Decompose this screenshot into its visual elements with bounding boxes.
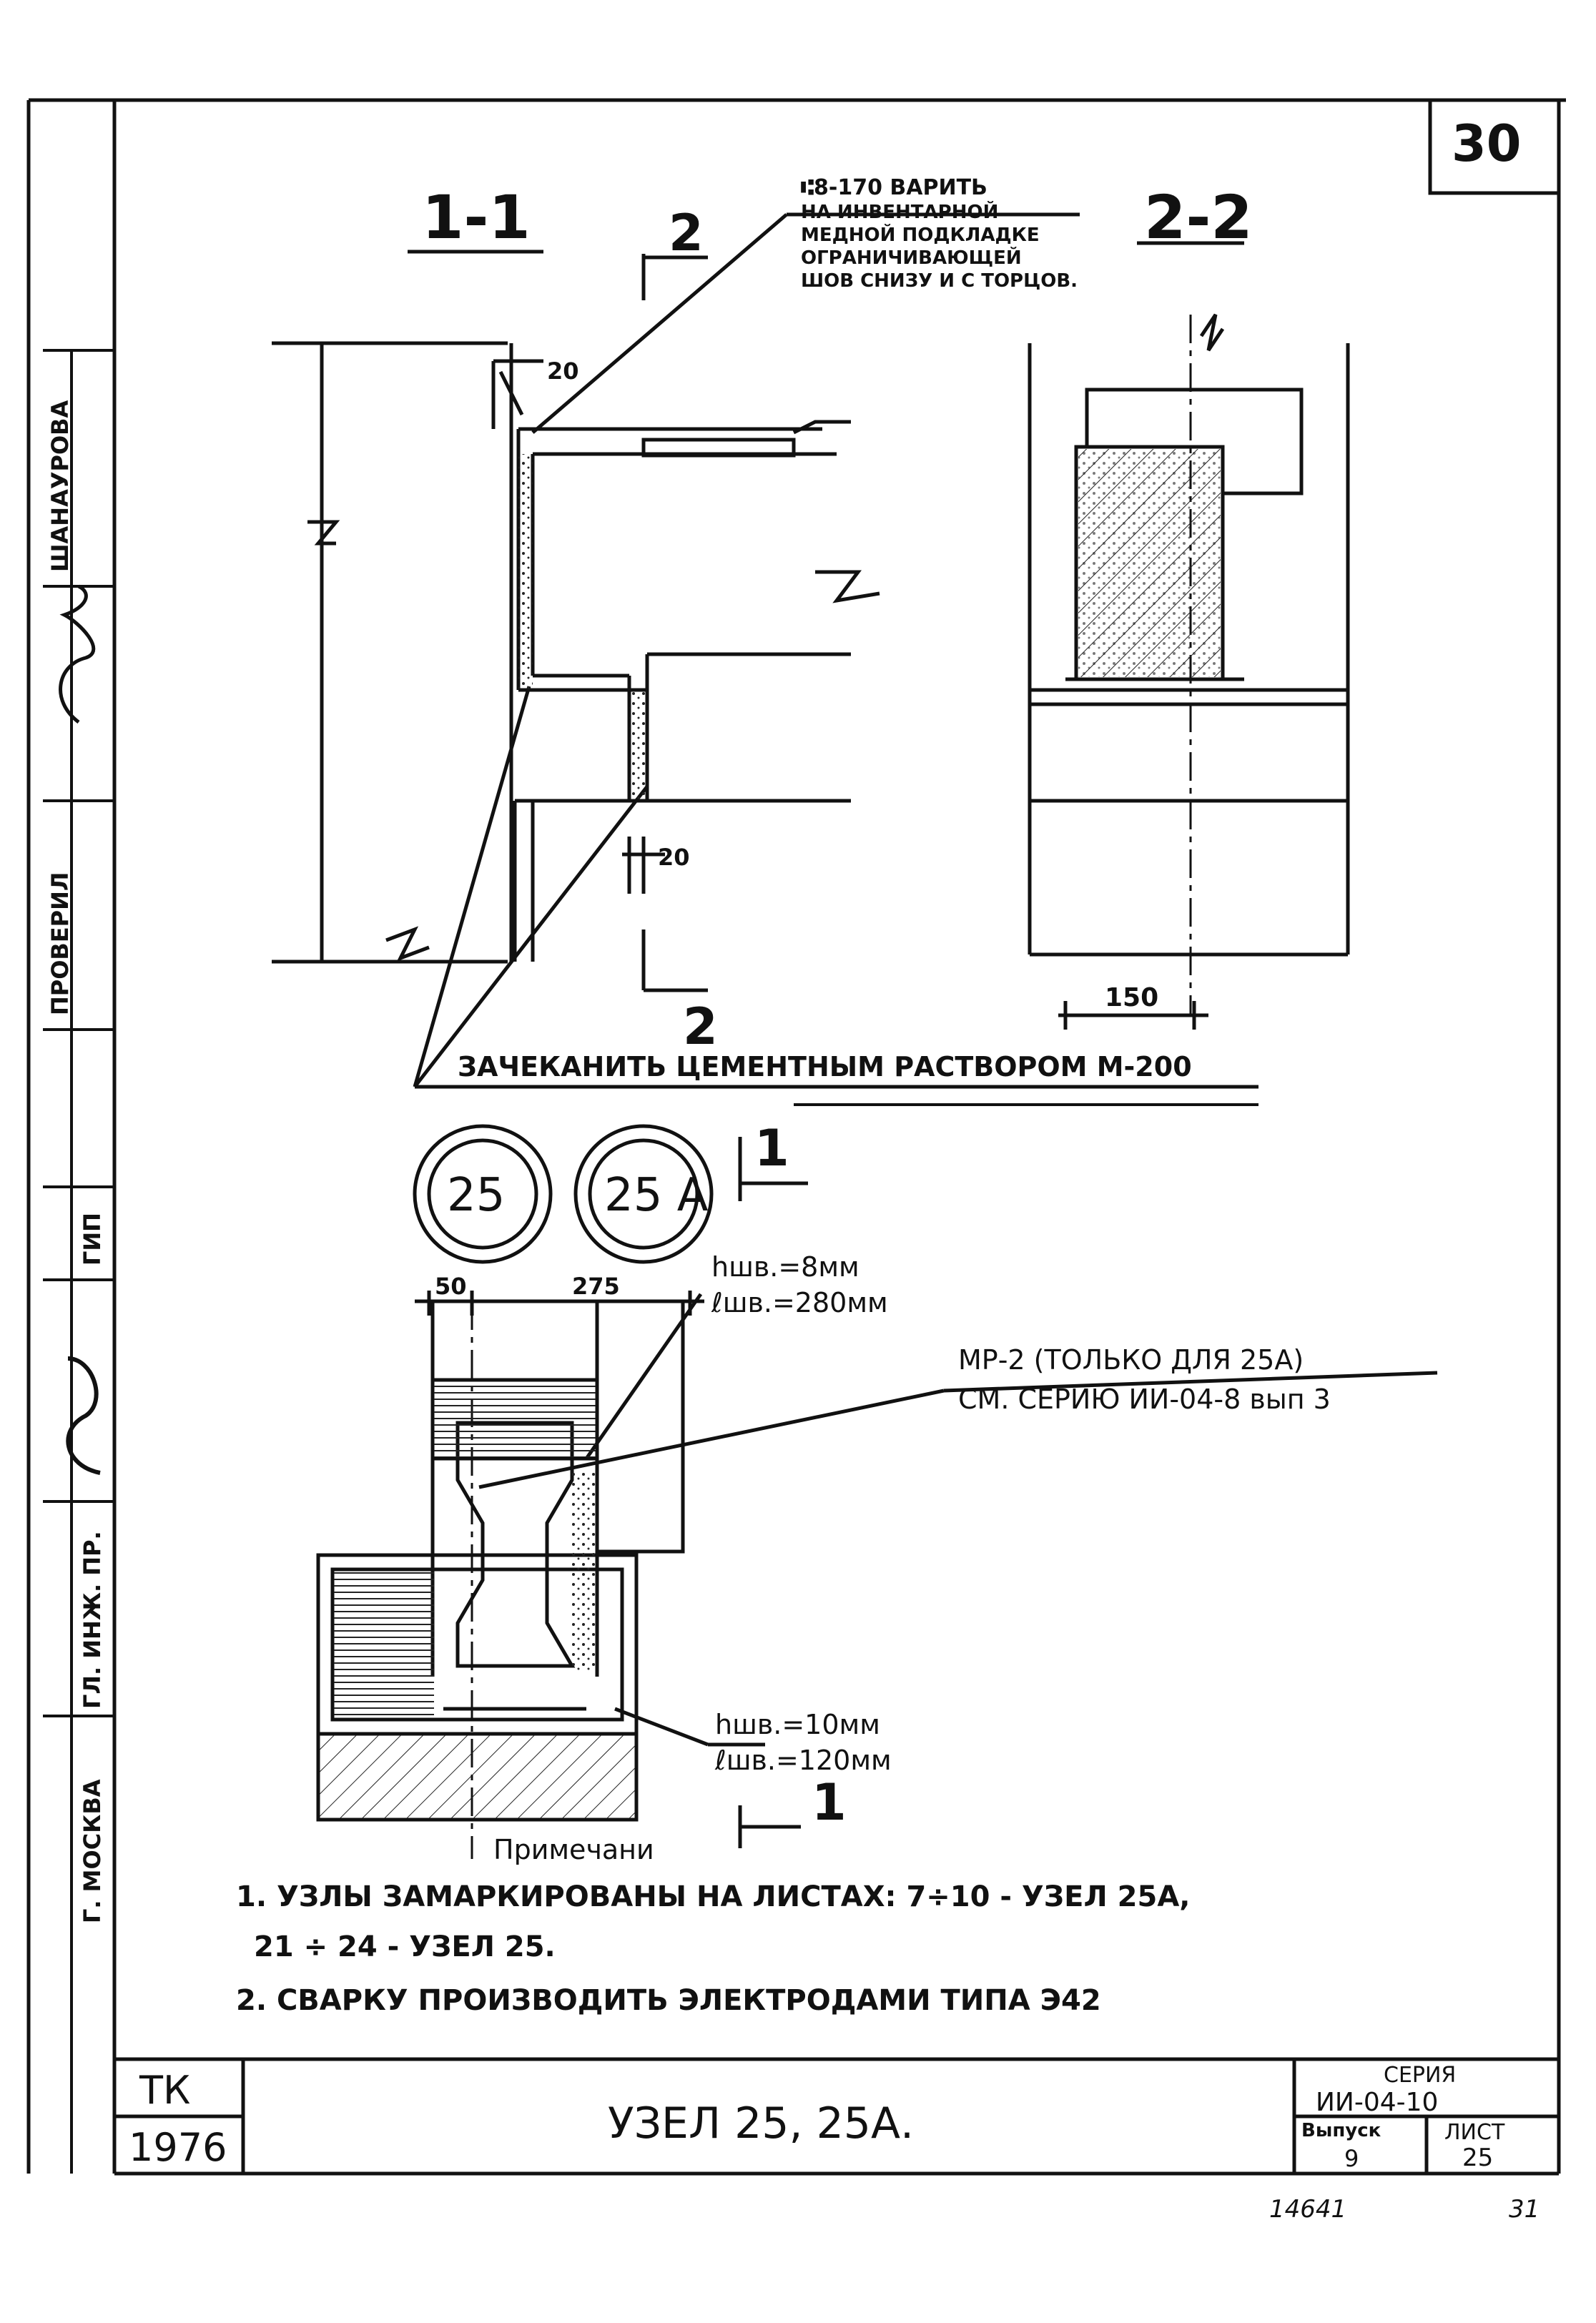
- node-circle-25a: [573, 1124, 714, 1264]
- section-marker-1-bottom: 1: [812, 1773, 847, 1832]
- dimension-275: 275: [572, 1273, 620, 1300]
- weld-top-height: hшв.=8мм: [711, 1251, 859, 1283]
- node-base-hatch: [320, 1735, 635, 1818]
- title-block-issue-label: Выпуск: [1301, 2120, 1381, 2141]
- mr2-note-line1: МР-2 (ТОЛЬКО ДЛЯ 25А): [958, 1344, 1304, 1376]
- node-label-25: 25: [447, 1169, 506, 1222]
- node-plan-drawing: [316, 1291, 1438, 1859]
- section-2-2-concrete-dots: [1078, 449, 1221, 677]
- title-block: [114, 2057, 1559, 2174]
- side-stamp-nach: ГЛ. ИНЖ. ПР.: [79, 1531, 106, 1709]
- section-2-2-drawing: [1028, 241, 1350, 1030]
- sheet-number-box: [1428, 98, 1561, 195]
- weld-note-line: ОГРАНИЧИВАЮЩЕЙ: [801, 247, 1022, 269]
- title-block-tk: ТК: [139, 2068, 191, 2113]
- title-block-year: 1976: [129, 2125, 227, 2170]
- notes-title: Примечани: [493, 1834, 654, 1865]
- section-1-1-mortar-vertical: [518, 454, 533, 690]
- note-2: 2. СВАРКУ ПРОИЗВОДИТЬ ЭЛЕКТРОДАМИ ТИПА Э…: [236, 1984, 1101, 2017]
- section-title-2-2: 2-2: [1144, 182, 1253, 252]
- weld-top-length: ℓшв.=280мм: [711, 1287, 888, 1318]
- weld-note-line: МЕДНОЙ ПОДКЛАДКЕ: [801, 225, 1040, 246]
- dimension-50: 50: [435, 1273, 467, 1300]
- weld-bottom-length: ℓшв.=120мм: [715, 1745, 892, 1776]
- sheet-number: 30: [1452, 114, 1522, 173]
- side-stamp-shanaurova: ШАНАУРОВА: [46, 400, 74, 572]
- title-block-issue: 9: [1344, 2145, 1359, 2172]
- weld-note-line: ШОВ СНИЗУ И С ТОРЦОВ.: [801, 270, 1078, 292]
- side-stamp-gip: ГИП: [79, 1213, 106, 1266]
- title-block-sheet: 25: [1462, 2144, 1494, 2172]
- title-block-title: УЗЕЛ 25, 25А.: [608, 2098, 915, 2149]
- section-marker-2-bottom: 2: [683, 997, 718, 1056]
- title-block-sheet-label: ЛИСТ: [1444, 2120, 1505, 2145]
- weld-note-line: НА ИНВЕНТАРНОЙ: [801, 202, 999, 223]
- dimension-20-top: 20: [547, 357, 579, 385]
- node-circle-25: [413, 1124, 553, 1264]
- title-block-series-label: СЕРИЯ: [1384, 2063, 1457, 2088]
- section-1-1-mortar-step: [629, 690, 647, 801]
- weld-note: ⑆8-170 ВАРИТЬ НА ИНВЕНТАРНОЙ МЕДНОЙ ПОДК…: [801, 175, 1201, 292]
- weld-bottom-height: hшв.=10мм: [715, 1709, 880, 1740]
- dimension-20-bottom: 20: [658, 844, 690, 871]
- section-marker-1-top: 1: [754, 1119, 789, 1178]
- side-stamp-moskva: Г. МОСКВА: [79, 1779, 106, 1923]
- section-markers-1: [738, 1137, 808, 1848]
- page-number: 31: [1509, 2195, 1540, 2224]
- sheet-frame: [26, 98, 1566, 2176]
- node-side-dots: [572, 1473, 597, 1673]
- section-marker-2-top: 2: [669, 204, 704, 262]
- note-1-line-1: 1. УЗЛЫ ЗАМАРКИРОВАНЫ НА ЛИСТАХ: 7÷10 - …: [236, 1880, 1191, 1913]
- node-label-25a: 25 A: [604, 1169, 709, 1222]
- side-stamp-proveril: ПРОВЕРИЛ: [46, 872, 74, 1016]
- mr2-note-line2: СМ. СЕРИЮ ИИ-04-8 вып 3: [958, 1384, 1331, 1415]
- section-title-1-1: 1-1: [422, 182, 531, 252]
- weld-note-line: ⑆8-170 ВАРИТЬ: [801, 175, 987, 200]
- node-base-hlines-left: [334, 1571, 434, 1718]
- dimension-150: 150: [1105, 983, 1159, 1012]
- note-1-line-2: 21 ÷ 24 - УЗЕЛ 25.: [254, 1930, 556, 1963]
- caulk-note: ЗАЧЕКАНИТЬ ЦЕМЕНТНЫМ РАСТВОРОМ М-200: [458, 1051, 1192, 1082]
- archive-number: 14641: [1269, 2195, 1347, 2224]
- title-block-series: ИИ-04-10: [1316, 2088, 1439, 2117]
- node-top-hlines: [434, 1381, 596, 1457]
